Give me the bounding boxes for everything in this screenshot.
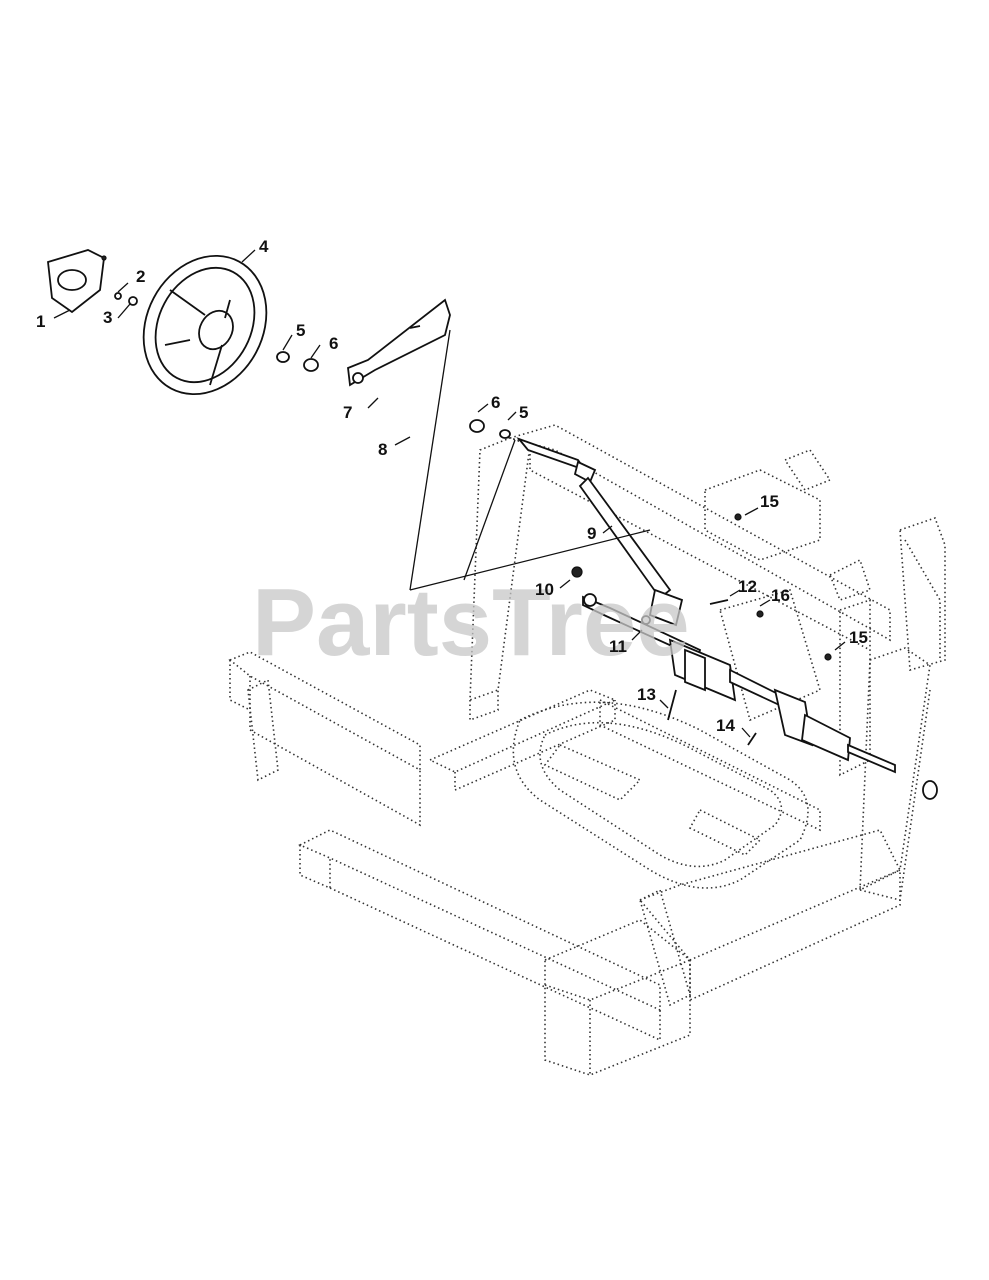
rack-and-pinion-part bbox=[668, 638, 896, 774]
callout-5: 5 bbox=[296, 321, 305, 340]
leader-lines bbox=[53, 249, 846, 738]
callout-9: 9 bbox=[587, 524, 596, 543]
steering-wheel-part bbox=[142, 254, 268, 396]
callout-5b: 5 bbox=[519, 403, 528, 422]
callout-6b: 6 bbox=[491, 393, 500, 412]
steering-shaft-part bbox=[516, 437, 684, 627]
callout-12: 12 bbox=[738, 577, 757, 596]
callout-3: 3 bbox=[103, 308, 112, 327]
callout-1: 1 bbox=[36, 312, 45, 331]
callout-16: 16 bbox=[771, 586, 790, 605]
steering-parts bbox=[47, 249, 938, 800]
callout-11: 11 bbox=[609, 637, 627, 656]
callout-13: 13 bbox=[637, 685, 656, 704]
callout-8: 8 bbox=[378, 440, 387, 459]
callout-2: 2 bbox=[136, 267, 145, 286]
watermark: PartsTree bbox=[252, 569, 690, 676]
callout-labels: 1 2 3 4 5 6 7 8 6 5 9 15 10 12 16 11 15 … bbox=[36, 237, 868, 735]
chassis-frame bbox=[228, 424, 946, 1076]
callout-4: 4 bbox=[259, 237, 269, 256]
callout-10: 10 bbox=[535, 580, 554, 599]
callout-15b: 15 bbox=[849, 628, 868, 647]
callout-6: 6 bbox=[329, 334, 338, 353]
callout-7: 7 bbox=[343, 403, 352, 422]
callout-15a: 15 bbox=[760, 492, 779, 511]
bracket-part bbox=[347, 298, 451, 387]
callout-14: 14 bbox=[716, 716, 735, 735]
